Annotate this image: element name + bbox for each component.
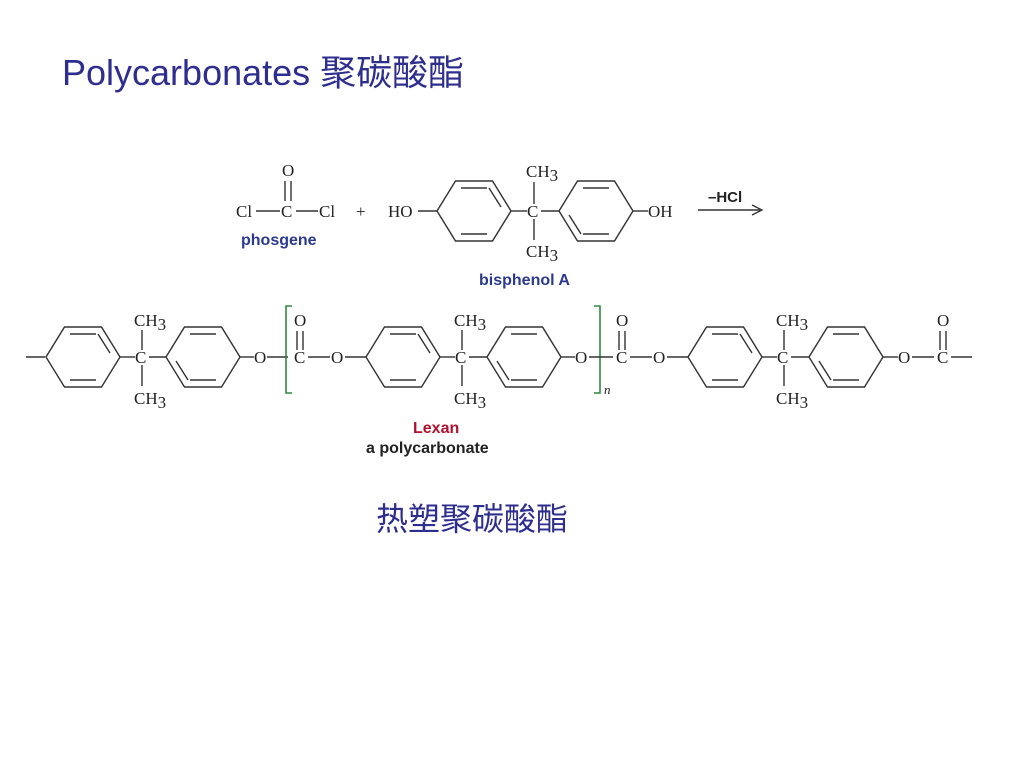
product-description: a polycarbonate: [366, 440, 489, 457]
atom-c: C: [777, 348, 788, 367]
benzene-ring: [808, 326, 884, 388]
polymer-chain: C CH3 CH3 O O C O: [26, 305, 972, 412]
atom-c: C: [281, 202, 292, 221]
atom-cl: Cl: [236, 202, 252, 221]
methyl-group: CH3: [526, 162, 558, 185]
atom-o: O: [653, 348, 665, 367]
benzene-ring: [436, 180, 512, 242]
bisphenol-a-structure: HO C CH3 CH3 OH: [388, 162, 673, 265]
repeat-subscript: n: [604, 382, 611, 397]
methyl-group: CH3: [134, 389, 166, 412]
methyl-group: CH3: [454, 389, 486, 412]
atom-o: O: [282, 161, 294, 180]
atom-cl: Cl: [319, 202, 335, 221]
atom-o: O: [575, 348, 587, 367]
benzene-ring: [365, 326, 441, 388]
plus-sign: +: [356, 202, 366, 221]
atom-c: C: [294, 348, 305, 367]
atom-c: C: [616, 348, 627, 367]
benzene-ring: [165, 326, 241, 388]
benzene-ring: [687, 326, 763, 388]
methyl-group: CH3: [776, 311, 808, 334]
methyl-group: CH3: [526, 242, 558, 265]
atom-o: O: [331, 348, 343, 367]
atom-c: C: [527, 202, 538, 221]
repeat-bracket-right: [594, 305, 601, 394]
benzene-ring: [45, 326, 121, 388]
benzene-ring: [558, 180, 634, 242]
methyl-group: CH3: [134, 311, 166, 334]
product-name: Lexan: [413, 420, 459, 437]
atom-o: O: [254, 348, 266, 367]
phosgene-structure: O Cl C Cl: [236, 161, 335, 221]
atom-c: C: [455, 348, 466, 367]
atom-o: O: [616, 311, 628, 330]
atom-o: O: [898, 348, 910, 367]
methyl-group: CH3: [776, 389, 808, 412]
atom-o: O: [294, 311, 306, 330]
phosgene-label: phosgene: [241, 232, 317, 249]
reaction-condition: –HCl: [708, 189, 742, 206]
atom-oh: OH: [648, 202, 673, 221]
repeat-bracket-left: [285, 305, 292, 394]
atom-o: O: [937, 311, 949, 330]
chinese-subtitle: 热塑聚碳酸酯: [376, 500, 569, 538]
slide-title: Polycarbonates 聚碳酸酯: [62, 52, 465, 93]
bisphenol-a-label: bisphenol A: [479, 272, 570, 289]
atom-c: C: [937, 348, 948, 367]
methyl-group: CH3: [454, 311, 486, 334]
atom-ho: HO: [388, 202, 413, 221]
atom-c: C: [135, 348, 146, 367]
benzene-ring: [486, 326, 562, 388]
